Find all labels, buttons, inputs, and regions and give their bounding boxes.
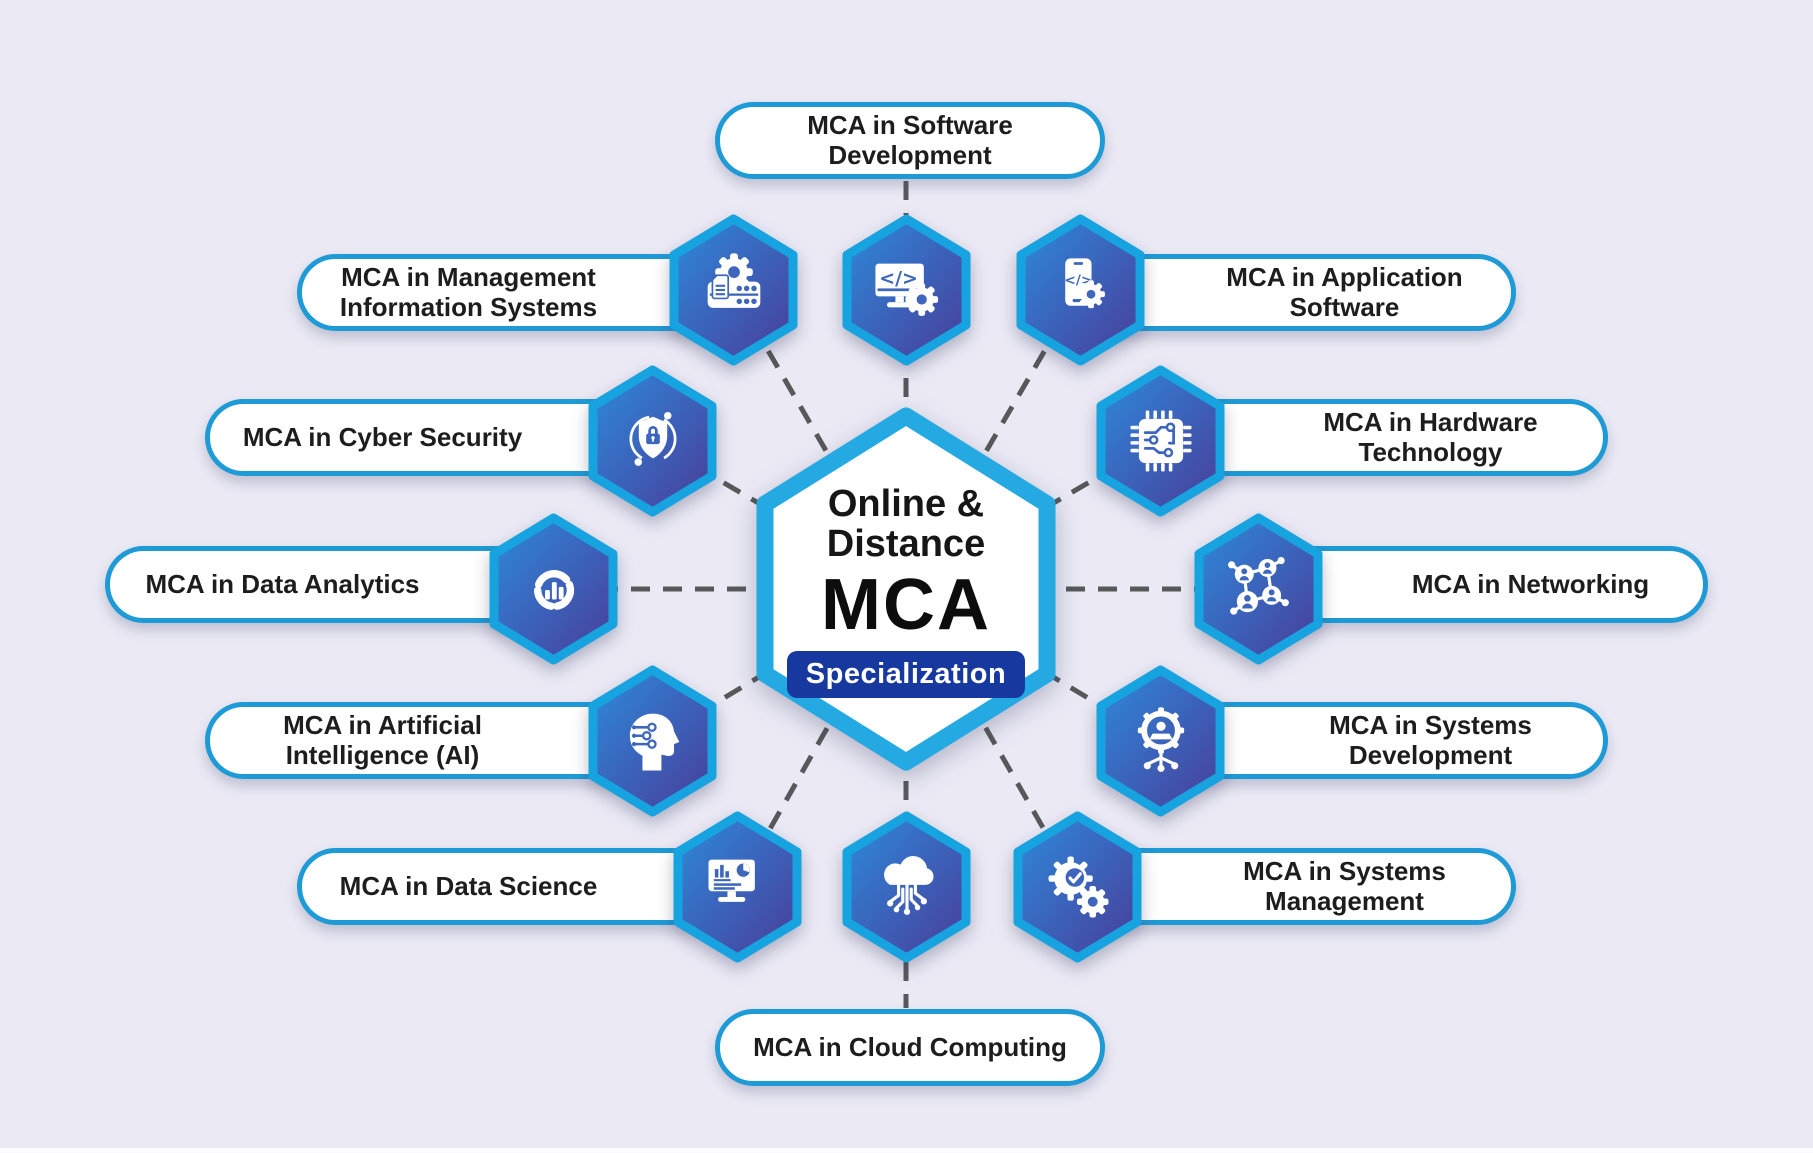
- pill-data-science: MCA in Data Science: [297, 848, 740, 925]
- center-content: Online & Distance MCA Specialization: [746, 407, 1066, 771]
- network-users-icon: [1227, 557, 1289, 615]
- center-badge: Specialization: [786, 651, 1026, 699]
- gear-server-document-icon: [707, 253, 760, 308]
- pill-label: Information Systems: [339, 291, 598, 322]
- pill-label: Intelligence (AI): [285, 739, 480, 770]
- monitor-code-gear-icon: </>: [874, 263, 938, 316]
- donut-chart-bars-icon: [533, 570, 574, 610]
- pill-label: MCA in Artificial: [283, 709, 482, 740]
- hexagon-hardware-technology: [1093, 365, 1228, 517]
- center-title-line2: Distance: [826, 523, 986, 566]
- svg-text:</>: </>: [879, 268, 918, 290]
- monitor-analytics-icon: [708, 859, 755, 902]
- pill-label: Management: [1265, 885, 1424, 916]
- pill-label: MCA in Application: [1226, 261, 1463, 292]
- smartphone-code-gear-icon: </>: [1064, 258, 1105, 309]
- hexagon-artificial-intelligence: [585, 665, 720, 817]
- pill-label: MCA in Data Science: [339, 870, 598, 901]
- center-title-line1: Online &: [827, 482, 985, 525]
- pill-label: MCA in Data Analytics: [145, 568, 420, 599]
- center-title: Online & Distance: [826, 482, 986, 566]
- pill-networking: MCA in Networking: [1253, 546, 1708, 623]
- center-hexagon: Online & Distance MCA Specialization: [746, 407, 1066, 771]
- microchip-circuit-icon: [1129, 410, 1192, 472]
- ai-head-circuit-icon: [629, 713, 679, 771]
- hexagon-management-information-systems: [666, 214, 801, 366]
- cloud-circuit-icon: [883, 856, 934, 915]
- pill-label: MCA in Software: [807, 109, 1013, 140]
- hexagon-systems-management: [1010, 811, 1145, 963]
- pill-label: Development: [828, 139, 992, 170]
- pill-label: MCA in Systems: [1243, 855, 1446, 886]
- pill-label: Technology: [1358, 436, 1503, 467]
- hexagon-application-software: </>: [1013, 214, 1148, 366]
- pill-label: MCA in Cloud Computing: [753, 1031, 1067, 1062]
- pill-cyber-security: MCA in Cyber Security: [205, 399, 660, 476]
- hexagon-data-analytics: [486, 513, 621, 665]
- hexagon-data-science: [670, 811, 805, 963]
- pill-cloud-computing: MCA in Cloud Computing: [715, 1009, 1105, 1086]
- pill-label: MCA in Networking: [1411, 568, 1650, 599]
- pill-label: MCA in Systems: [1329, 709, 1532, 740]
- gear-developer-workflow-icon: [1137, 707, 1184, 772]
- pill-label: Software: [1289, 291, 1400, 322]
- pill-label: MCA in Cyber Security: [242, 421, 523, 452]
- pill-label: MCA in Management: [341, 261, 596, 292]
- gears-checkmark-icon: [1048, 856, 1108, 918]
- hexagon-systems-development: [1093, 665, 1228, 817]
- center-acronym: MCA: [821, 564, 991, 645]
- hexagon-cyber-security: [585, 365, 720, 517]
- hexagon-networking: [1191, 513, 1326, 665]
- hexagon-cloud-computing: [839, 811, 974, 963]
- pill-label: Development: [1348, 739, 1513, 770]
- shield-lock-orbit-icon: [628, 411, 676, 466]
- pill-label: MCA in Hardware: [1323, 406, 1538, 437]
- bottom-strip: [0, 1148, 1813, 1153]
- hexagon-software-development: </>: [839, 214, 974, 366]
